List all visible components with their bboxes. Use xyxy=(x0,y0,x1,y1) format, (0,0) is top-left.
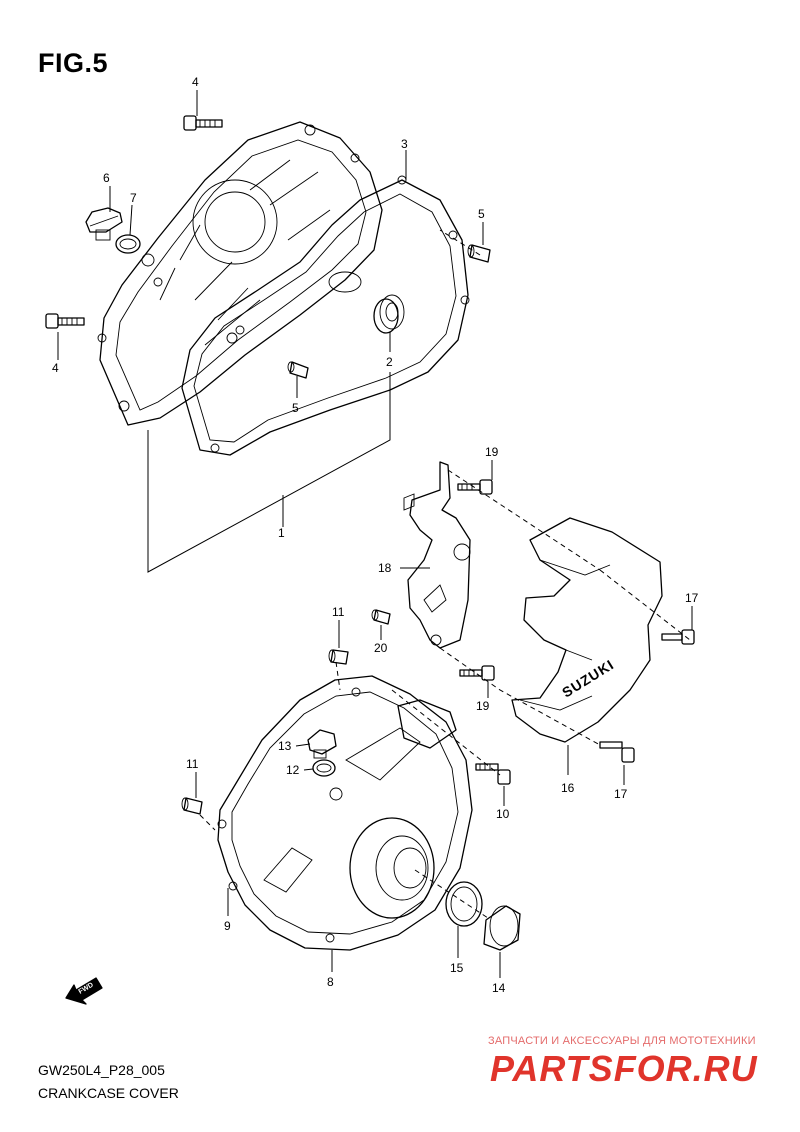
bolt-4-upper-drawing xyxy=(183,115,223,131)
callout-8: 8 xyxy=(327,975,334,989)
o-ring-7-drawing xyxy=(115,234,141,254)
generator-cover-drawing xyxy=(217,675,473,951)
callout-18: 18 xyxy=(378,561,392,575)
callout-7: 7 xyxy=(130,191,137,205)
dowel-pin-11-lower-drawing xyxy=(181,797,203,815)
cover-16-drawing: SUZUKI xyxy=(511,517,663,743)
figure-code: GW250L4_P28_005 xyxy=(38,1062,165,1078)
callout-19-lower: 19 xyxy=(476,699,490,713)
callout-3: 3 xyxy=(401,137,408,151)
watermark-tagline: ЗАПЧАСТИ И АКСЕССУАРЫ ДЛЯ МОТОТЕХНИКИ xyxy=(488,1035,756,1047)
leader-lines xyxy=(57,90,693,978)
plug-13-drawing xyxy=(307,729,337,759)
callout-17-lower: 17 xyxy=(614,787,628,801)
callout-13: 13 xyxy=(278,739,292,753)
bolt-10-drawing xyxy=(475,763,511,785)
figure-name: CRANKCASE COVER xyxy=(38,1085,179,1101)
cover-gasket-drawing xyxy=(181,175,470,456)
callout-5-right: 5 xyxy=(478,207,485,221)
callout-19-upper: 19 xyxy=(485,445,499,459)
callout-2: 2 xyxy=(386,355,393,369)
dowel-pin-11-upper-drawing xyxy=(328,649,349,665)
callout-11-lower: 11 xyxy=(186,757,199,771)
callout-4-upper: 4 xyxy=(192,75,199,89)
callout-6: 6 xyxy=(103,171,110,185)
callout-14: 14 xyxy=(492,981,506,995)
callout-16: 16 xyxy=(561,781,575,795)
o-ring-12-drawing xyxy=(312,759,336,777)
cover-brand-label: SUZUKI xyxy=(559,656,617,700)
bolt-4-lower-drawing xyxy=(45,313,85,329)
forward-direction-arrow: FWD xyxy=(65,977,103,1005)
bolt-19-upper-drawing xyxy=(457,479,493,495)
callout-10: 10 xyxy=(496,807,510,821)
cap-14-drawing xyxy=(483,905,521,951)
dowel-pin-5-center-drawing xyxy=(287,361,309,379)
filler-plug-drawing xyxy=(85,207,123,241)
callout-12: 12 xyxy=(286,763,300,777)
dowel-pin-20-drawing xyxy=(371,609,391,625)
callout-9: 9 xyxy=(224,919,231,933)
o-ring-15-drawing xyxy=(445,881,483,927)
assembly-lines xyxy=(199,229,691,919)
bolt-17-lower-drawing xyxy=(599,741,635,763)
callout-11-upper: 11 xyxy=(332,605,345,619)
callout-5-center: 5 xyxy=(292,401,299,415)
dowel-pin-5-right-drawing xyxy=(467,244,491,263)
bolt-17-right-drawing xyxy=(661,629,695,645)
watermark-logo: PARTSFOR.RU xyxy=(490,1048,758,1089)
figure-title: FIG.5 xyxy=(38,48,109,78)
callout-17-right: 17 xyxy=(685,591,699,605)
callout-4-lower: 4 xyxy=(52,361,59,375)
callout-1: 1 xyxy=(278,526,285,540)
oil-seal-drawing xyxy=(373,294,405,334)
clutch-cover-drawing xyxy=(97,121,383,426)
callout-15: 15 xyxy=(450,961,464,975)
bolt-19-lower-drawing xyxy=(459,665,495,681)
callout-20: 20 xyxy=(374,641,388,655)
